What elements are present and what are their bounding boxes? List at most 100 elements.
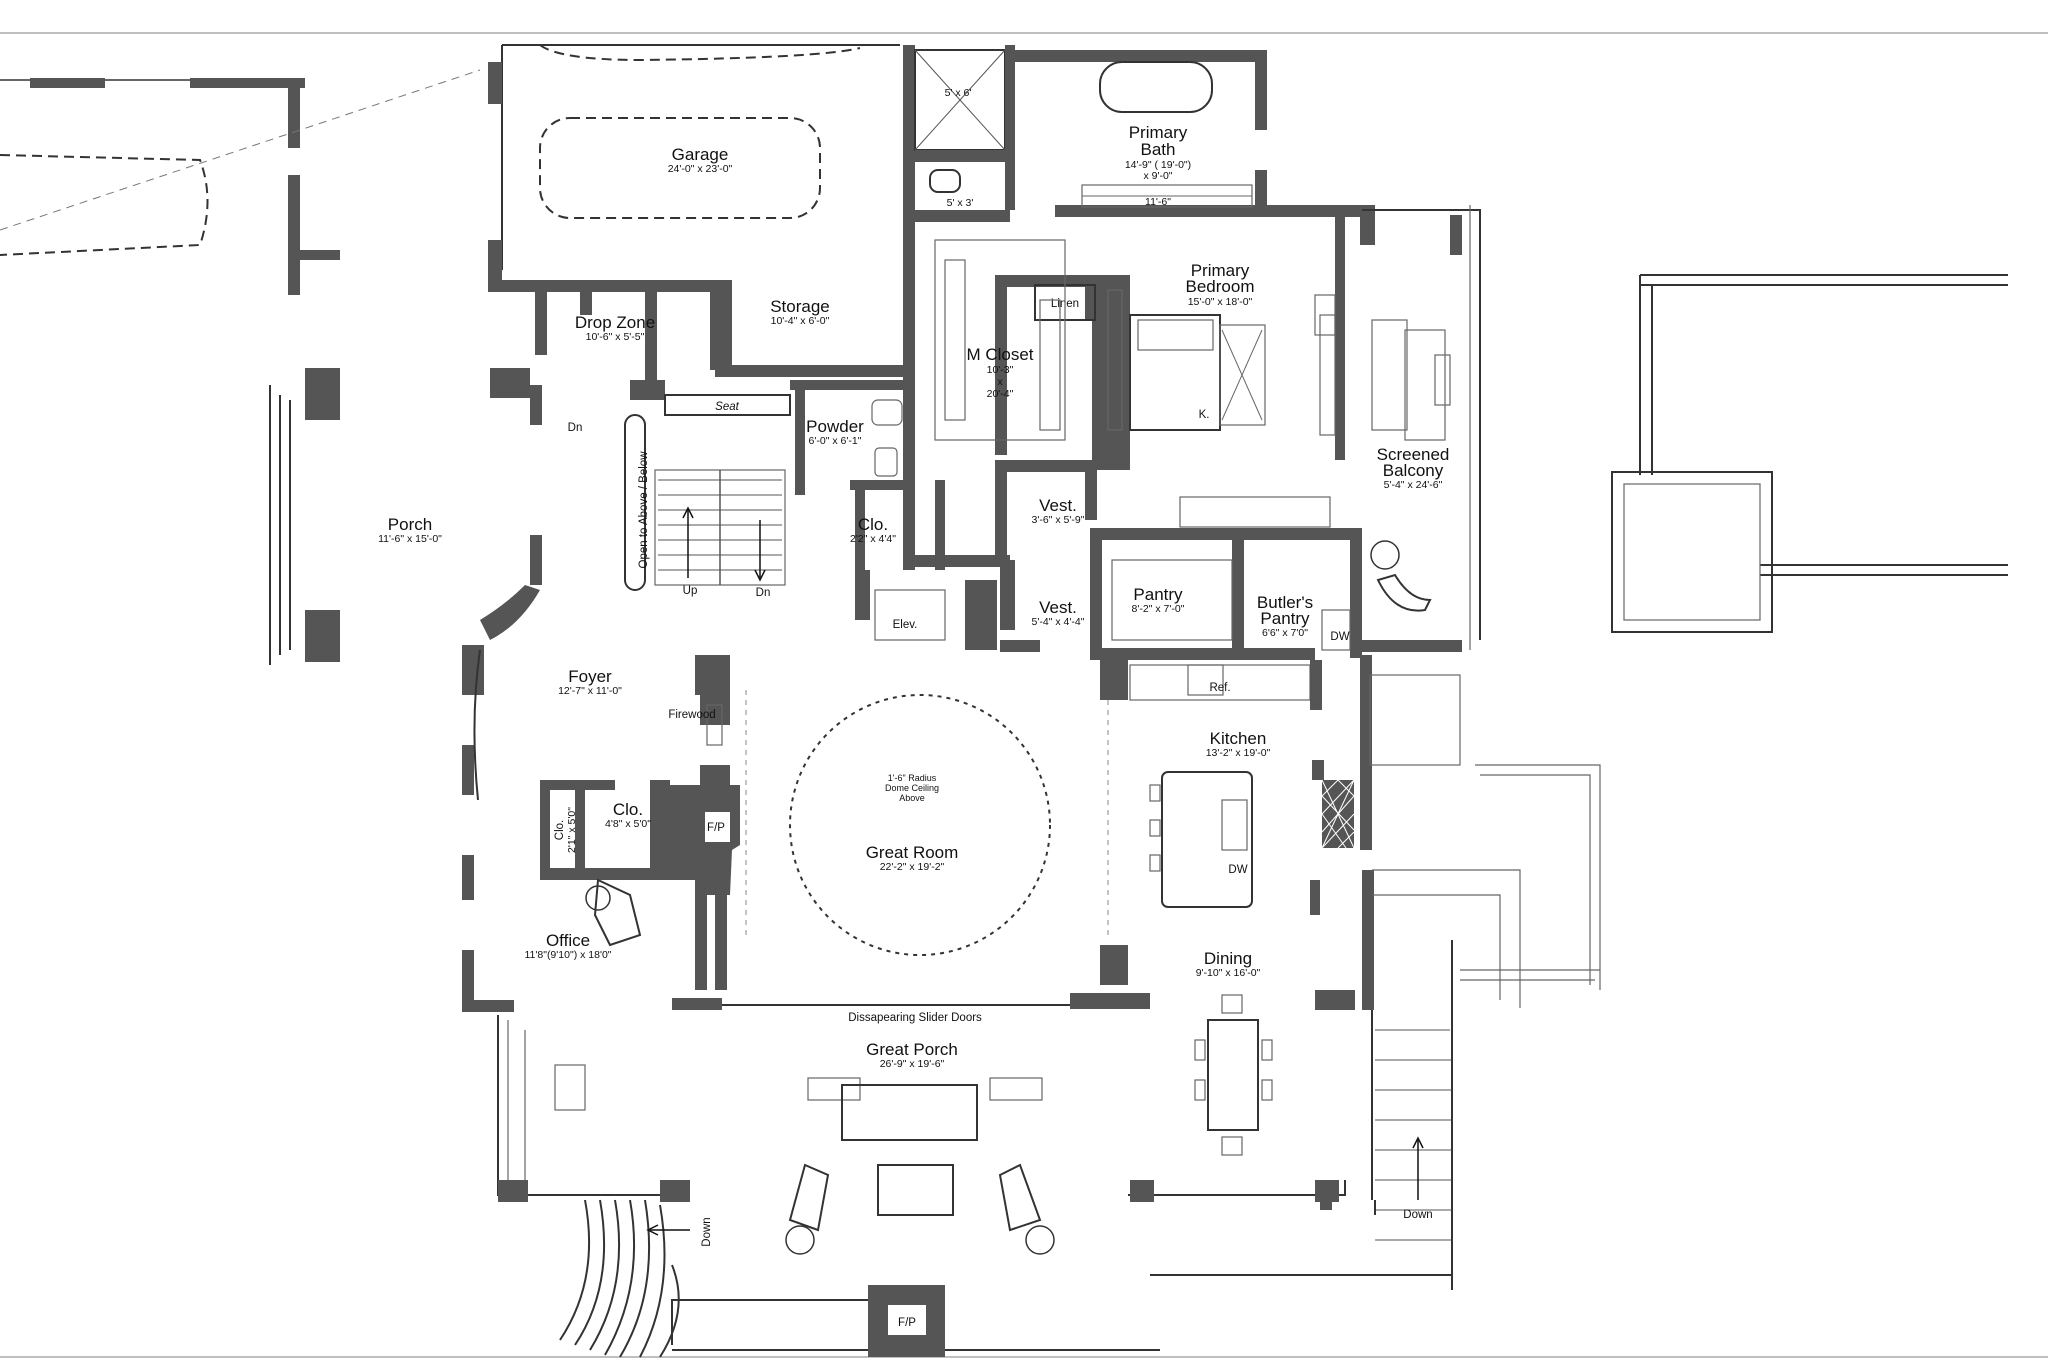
wc-dim: 5' x 3'	[947, 197, 974, 209]
west-steps: Down	[559, 1199, 713, 1358]
kitchen-dw: DW	[1228, 864, 1247, 876]
powder-dim: 6'-0" x 6'-1"	[809, 435, 862, 447]
ref-label: Ref.	[1209, 682, 1230, 694]
neighbor-structure-left	[0, 69, 481, 295]
balcony-dim: 5'-4" x 24'-6"	[1384, 479, 1443, 491]
great-porch-name: Great Porch	[866, 1040, 958, 1059]
sheet-border	[0, 32, 2048, 1358]
foyer-name: Foyer	[568, 667, 612, 686]
clo-small-dim: 2'2" x 4'4"	[850, 533, 896, 545]
butlers-dim: 6'6" x 7'0"	[1262, 627, 1308, 639]
butlers-name-1: Butler's	[1257, 593, 1313, 612]
closet-dim-3: 20'-4"	[987, 388, 1014, 400]
stair-up-label: Up	[683, 585, 698, 597]
fp-great-label: F/P	[707, 822, 725, 834]
screened-balcony: Screened Balcony 5'-4" x 24'-6"	[1362, 205, 1481, 652]
elev-name: Elev.	[893, 619, 918, 631]
porch-dim: 11'-6" x 15'-0"	[378, 533, 442, 545]
seat-bench: Seat	[664, 394, 791, 416]
dining: Dining 9'-10" x 16'-0"	[1100, 880, 1320, 1156]
office-dim: 11'8"(9'10") x 18'0"	[524, 949, 611, 961]
great-room-fireplace: F/P	[670, 765, 740, 990]
seat-name: Seat	[715, 401, 739, 413]
garage-dim: 24'-0" x 23'-0"	[668, 163, 733, 175]
dropzone-dim: 10'-6" x 5'-5"	[586, 331, 645, 343]
butlers-name-2: Pantry	[1260, 609, 1310, 628]
shower-wc: 5' x 6' 5' x 3'	[914, 45, 1015, 222]
office: Office 11'8"(9'10") x 18'0"	[462, 878, 642, 1012]
clo-foyer-name: Clo.	[613, 800, 643, 819]
dining-dim: 9'-10" x 16'-0"	[1196, 967, 1261, 979]
great-room: 1'-6" Radius Dome Ceiling Above Great Ro…	[745, 690, 1109, 956]
foyer-closets: Clo. 2'1" x 5'0" Clo. 4'8" x 5'0"	[540, 780, 670, 880]
dome-line-1: 1'-6" Radius	[888, 773, 937, 783]
vest-upper-name: Vest.	[1039, 496, 1077, 515]
vestibules: Vest. 3'-6" x 5'-9" Vest. 5'-4" x 4'-4"	[1000, 460, 1097, 652]
dome-line-2: Dome Ceiling	[885, 783, 939, 793]
closet-dim-2: x	[997, 376, 1003, 388]
porch: Porch 11'-6" x 15'-0"	[269, 368, 542, 665]
closet-dim-1: 10'-3"	[987, 364, 1014, 376]
stair-dn-label: Dn	[756, 587, 771, 599]
office-name: Office	[546, 931, 590, 950]
closet-name: M Closet	[966, 345, 1033, 364]
bath-name-2: Bath	[1141, 140, 1176, 159]
powder-name: Powder	[806, 417, 864, 436]
bath-dim-1: 14'-9" ( 19'-0")	[1125, 159, 1191, 171]
firewood-label: Firewood	[668, 709, 715, 721]
slider-doors: Dissapearing Slider Doors	[672, 993, 1150, 1024]
vest-lower-name: Vest.	[1039, 598, 1077, 617]
great-room-name: Great Room	[866, 843, 959, 862]
foyer-dim: 12'-7" x 11'-0"	[558, 685, 622, 697]
fp-porch-label: F/P	[898, 1317, 916, 1329]
down-right-label: Down	[1403, 1209, 1432, 1221]
down-left-label: Down	[701, 1217, 713, 1246]
pantry-dim: 8'-2" x 7'-0"	[1132, 603, 1185, 615]
kitchen-dim: 13'-2" x 19'-0"	[1206, 747, 1271, 759]
shower-dim: 5' x 6'	[945, 87, 972, 99]
porch-name: Porch	[388, 515, 432, 534]
kitchen: Ref. Kitchen 13'-2" x 19'-0" DW	[1100, 655, 1461, 908]
kitchen-name: Kitchen	[1210, 729, 1267, 748]
bedroom-name-2: Bedroom	[1186, 277, 1255, 296]
bath-vanity-dim: 11'-6"	[1145, 196, 1171, 208]
clo-small-name: Clo.	[858, 515, 888, 534]
great-room-dim: 22'-2" x 19'-2"	[880, 861, 945, 873]
stair: Open to Above / Below Up Dn Dn	[568, 414, 786, 599]
powder: Powder 6'-0" x 6'-1"	[790, 380, 910, 495]
stair-open-label: Open to Above / Below	[638, 451, 650, 569]
wall-garage-east	[903, 45, 915, 570]
bath-dim-2: x 9'-0"	[1143, 170, 1172, 182]
butlers-dw: DW	[1330, 631, 1349, 643]
garage: Garage 24'-0" x 23'-0"	[488, 44, 900, 370]
dining-name: Dining	[1204, 949, 1252, 968]
clo-vertical-dim: 2'1" x 5'0"	[566, 807, 578, 853]
vest-upper-dim: 3'-6" x 5'-9"	[1032, 514, 1085, 526]
bath-name-1: Primary	[1129, 123, 1188, 142]
foyer: Foyer 12'-7" x 11'-0" Firewood	[462, 645, 730, 900]
garage-name: Garage	[672, 145, 729, 164]
clo-small-elevator: Clo. 2'2" x 4'4" Elev.	[850, 480, 997, 650]
dropzone-name: Drop Zone	[575, 313, 655, 332]
storage-dim: 10'-4" x 6'-0"	[771, 315, 830, 327]
bedroom-dim: 15'-0" x 18'-0"	[1188, 296, 1253, 308]
bedroom-name-1: Primary	[1191, 261, 1250, 280]
primary-bedroom: Primary Bedroom 15'-0" x 18'-0" K.	[995, 205, 1375, 528]
east-wall-stair: Down	[1315, 764, 1601, 1290]
dome-line-3: Above	[899, 793, 925, 803]
primary-bath: Primary Bath 14'-9" ( 19'-0") x 9'-0" 11…	[1005, 50, 1267, 217]
balcony-name-2: Balcony	[1383, 461, 1444, 480]
clo-foyer-dim: 4'8" x 5'0"	[605, 818, 651, 830]
great-porch-dim: 26'-9" x 19'-6"	[880, 1058, 945, 1070]
pantry-name: Pantry	[1133, 585, 1183, 604]
slider-label: Dissapearing Slider Doors	[848, 1012, 982, 1024]
vest-lower-dim: 5'-4" x 4'-4"	[1032, 616, 1085, 628]
drop-zone-storage: Drop Zone 10'-6" x 5'-5" Storage 10'-4" …	[488, 280, 905, 400]
storage-name: Storage	[770, 297, 830, 316]
clo-vertical-name: Clo.	[554, 820, 566, 840]
porch-fireplace: F/P	[868, 1285, 945, 1357]
bed-size-label: K.	[1199, 409, 1210, 421]
pantries: Pantry 8'-2" x 7'-0" Butler's Pantry 6'6…	[1090, 528, 1362, 660]
balcony-name-1: Screened	[1377, 445, 1450, 464]
